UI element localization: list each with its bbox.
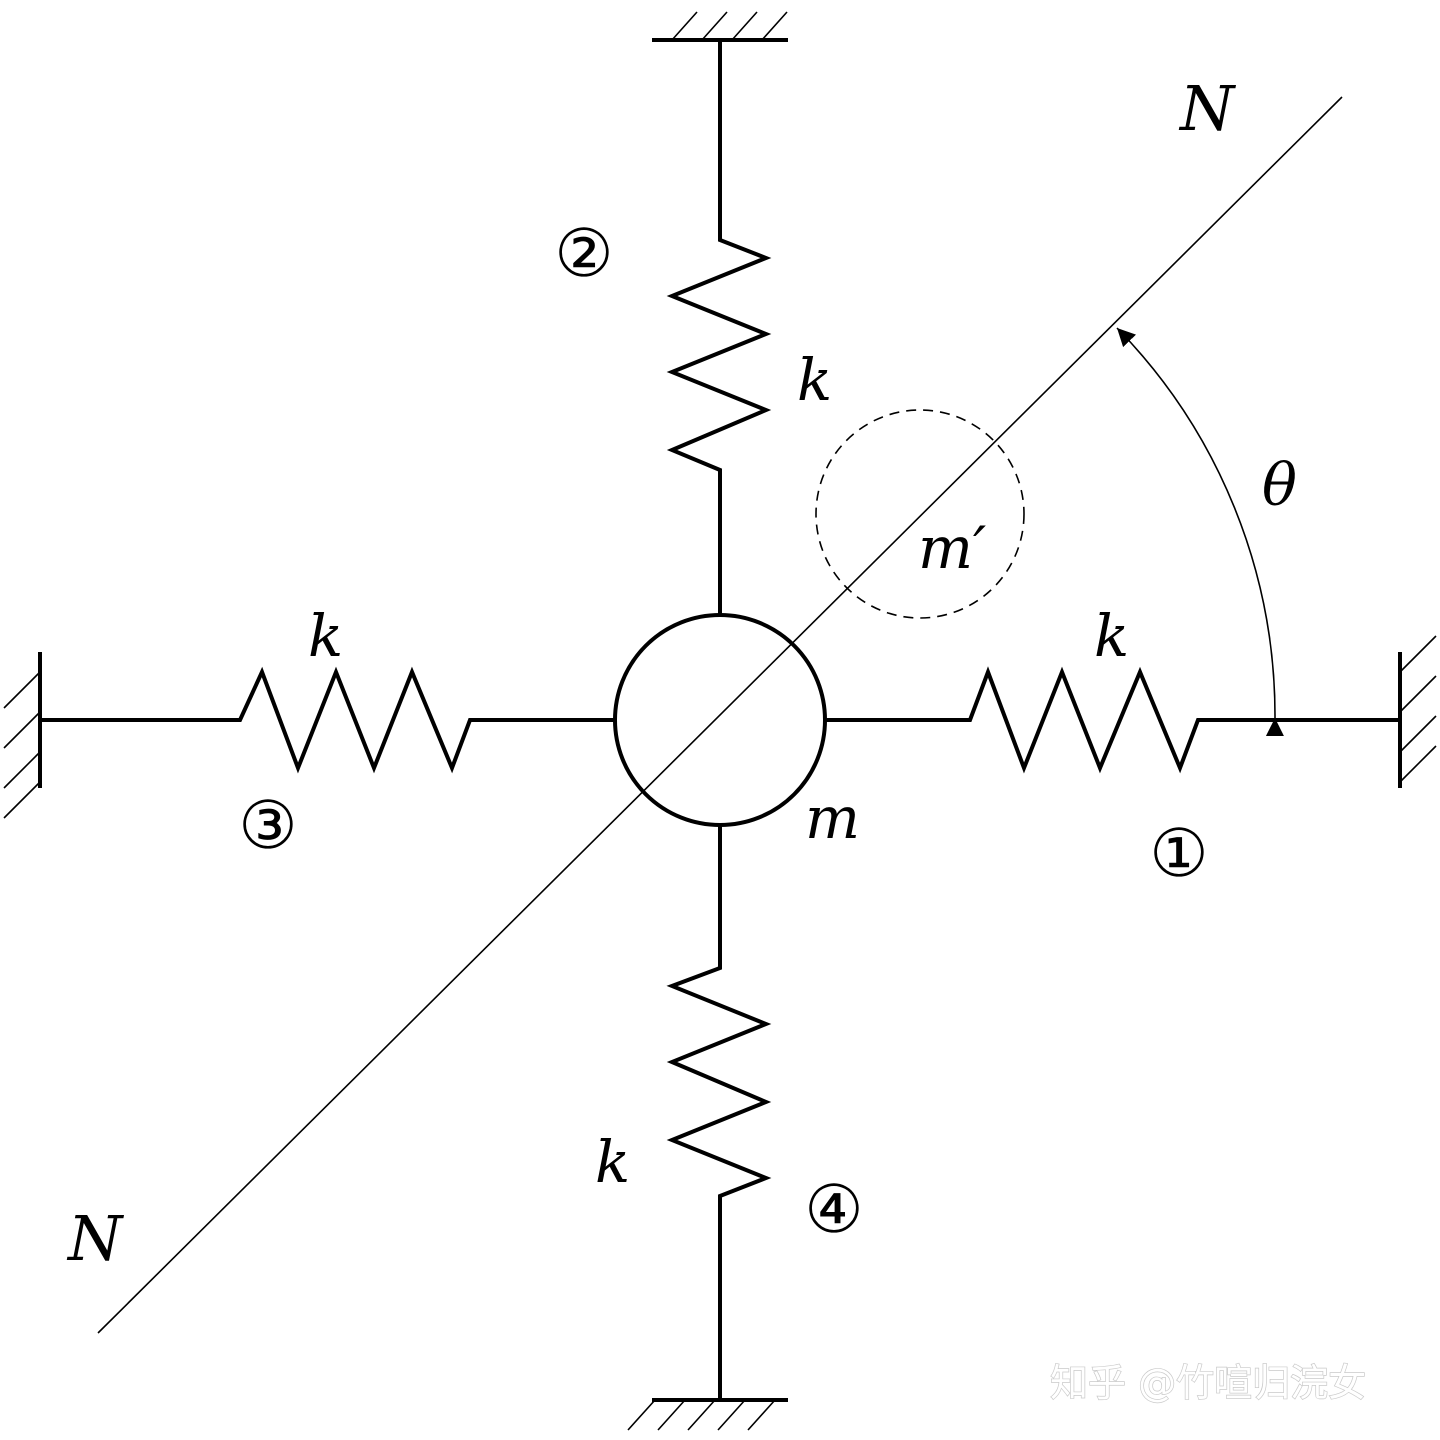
spring-number-1: ① — [1149, 815, 1208, 892]
bottom-support — [627, 1398, 788, 1431]
n-label-top: N — [1178, 72, 1237, 145]
n-n-line — [97, 96, 1343, 1334]
spring-1-right — [825, 666, 1400, 774]
k-label-left: k — [308, 602, 343, 670]
mass-label: m — [805, 784, 860, 852]
right-support — [1398, 635, 1437, 788]
theta-label: θ — [1262, 451, 1297, 519]
top-support — [652, 11, 788, 42]
spring-2-top — [666, 40, 772, 615]
theta-angle-arc — [1116, 327, 1284, 737]
k-label-right: k — [1094, 602, 1129, 670]
n-label-bottom: N — [66, 1202, 125, 1275]
spring-number-3: ③ — [238, 787, 297, 864]
displaced-mass-label: m′ — [918, 514, 986, 582]
left-support — [3, 652, 42, 819]
mass-circle — [613, 613, 827, 827]
spring-3-left — [40, 666, 615, 774]
spring-4-bottom — [666, 825, 772, 1400]
k-label-top: k — [797, 346, 832, 414]
spring-number-4: ④ — [804, 1171, 863, 1248]
spring-number-2: ② — [554, 215, 613, 292]
watermark-text: 知乎 @竹喧归浣女 — [1050, 1361, 1366, 1405]
k-label-bottom: k — [595, 1128, 630, 1196]
displaced-mass-circle — [815, 409, 1025, 619]
